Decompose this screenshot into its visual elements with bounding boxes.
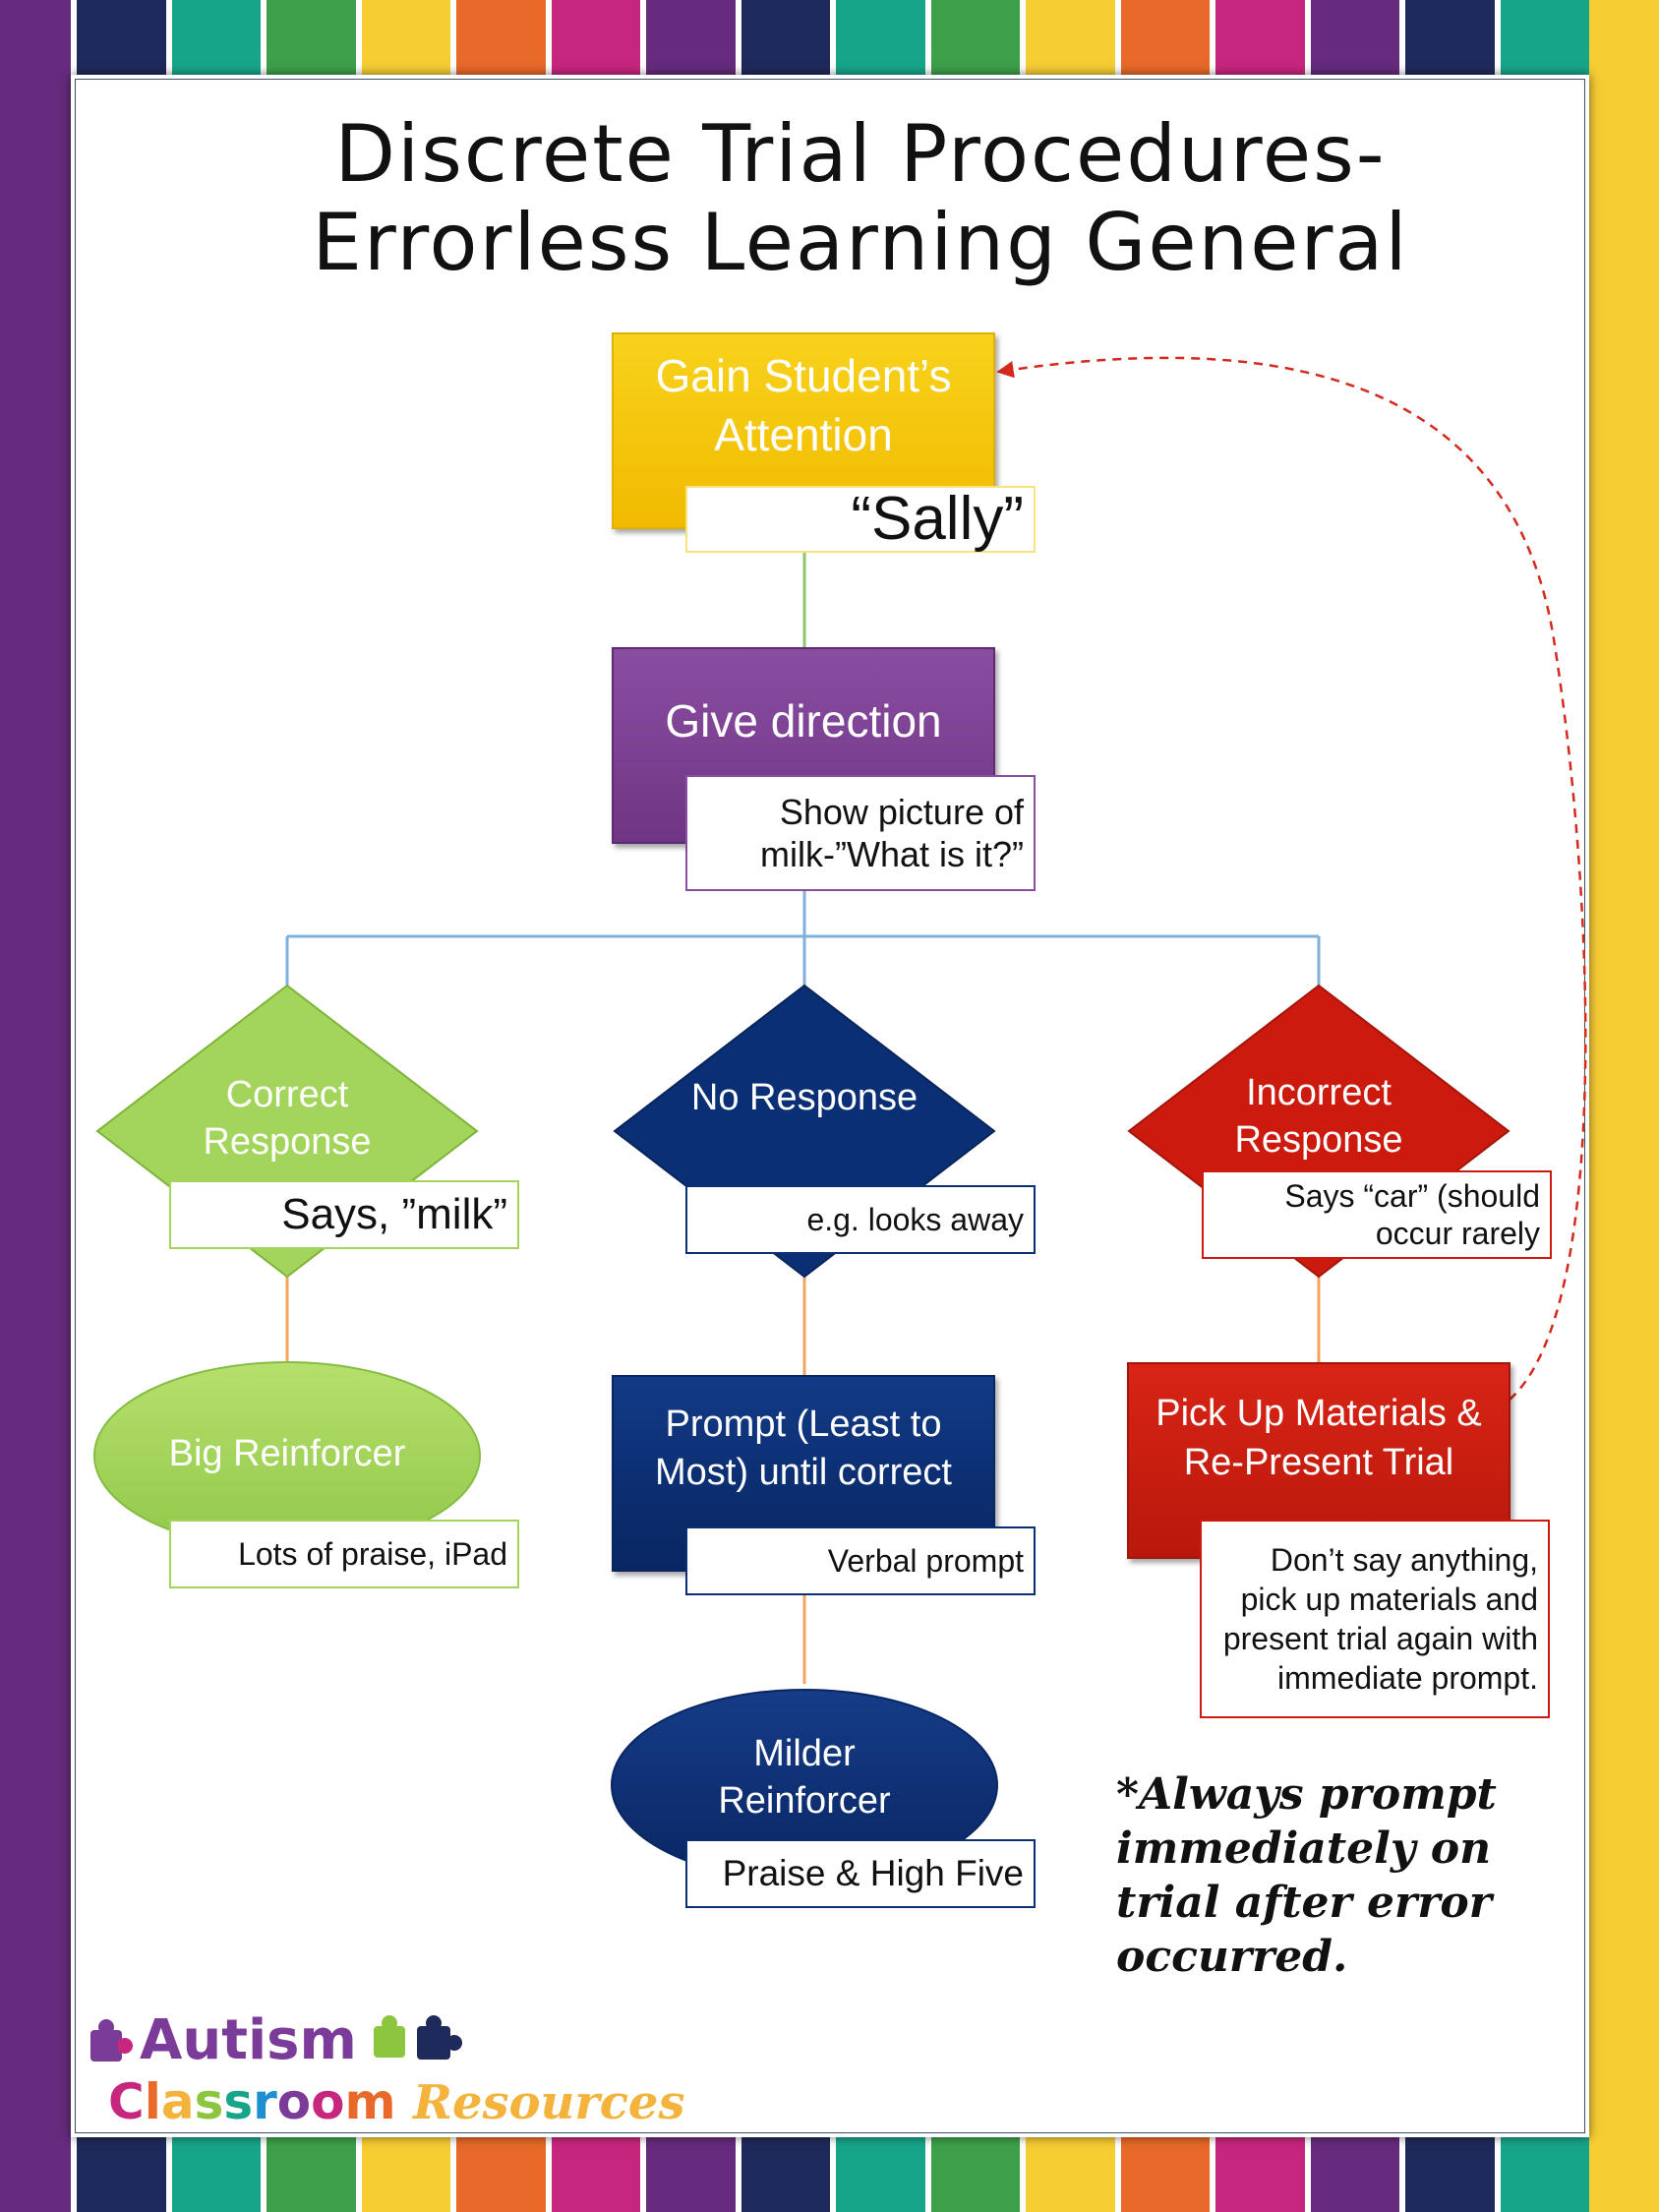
milder-reinforcer-label: Milder Reinforcer	[718, 1733, 891, 1822]
stripe	[1210, 2137, 1305, 2212]
note-text: *Always prompt immediately on trial afte…	[1116, 1769, 1497, 1982]
give-direction-sub: Show picture of milk-”What is it?”	[760, 791, 1024, 874]
left-border	[0, 0, 71, 2212]
gain-attention-label: Gain Student’s Attention	[655, 350, 952, 460]
correct-response-label: Correct Response	[203, 1074, 372, 1163]
prompt-sub: Verbal prompt	[827, 1542, 1024, 1579]
milder-reinforcer-sub-box: Praise & High Five	[685, 1839, 1036, 1908]
stripe	[924, 2137, 1020, 2212]
logo-letter: m	[344, 2073, 396, 2130]
stripe	[165, 2137, 261, 2212]
stripe	[355, 0, 450, 75]
pick-up-sub: Don’t say anything, pick up materials an…	[1222, 1542, 1538, 1696]
stripe	[1399, 2137, 1495, 2212]
big-reinforcer-sub-box: Lots of praise, iPad	[169, 1520, 519, 1588]
stripe	[1304, 0, 1399, 75]
logo-letter: C	[108, 2073, 145, 2130]
correct-response-sub: Says, ”milk”	[281, 1189, 507, 1238]
logo-letter: l	[144, 2073, 161, 2130]
stripe	[71, 0, 166, 75]
stripe	[355, 2137, 450, 2212]
logo-letter: s	[194, 2073, 224, 2130]
incorrect-response-sub: Says “car” (should occur rarely	[1284, 1177, 1540, 1251]
give-direction-sub-box: Show picture of milk-”What is it?”	[685, 775, 1036, 891]
big-reinforcer-label: Big Reinforcer	[168, 1433, 406, 1474]
stripe	[735, 2137, 830, 2212]
gain-attention-sub-box: “Sally”	[685, 484, 1036, 553]
stripe	[450, 2137, 546, 2212]
stripe	[830, 0, 925, 75]
stripe	[1304, 2137, 1399, 2212]
give-direction-label: Give direction	[665, 695, 942, 747]
return-to-start-arrow	[996, 356, 1587, 1401]
stripe	[1210, 0, 1305, 75]
top-stripe-border	[71, 0, 1589, 75]
stripe	[1494, 0, 1589, 75]
prompt-label: Prompt (Least to Most) until correct	[655, 1403, 952, 1493]
logo-autism: Autism	[140, 2008, 357, 2072]
logo-letter: o	[276, 2073, 312, 2130]
incorrect-response-label: Incorrect Response	[1234, 1072, 1403, 1161]
title-line-2: Errorless Learning General	[312, 197, 1409, 288]
incorrect-response-sub-box: Says “car” (should occur rarely	[1202, 1170, 1552, 1259]
logo-classroom: Classroom	[108, 2073, 396, 2130]
prompt-sub-box: Verbal prompt	[685, 1526, 1036, 1595]
stripe	[1114, 2137, 1210, 2212]
logo-letter: s	[223, 2073, 254, 2130]
title-line-1: Discrete Trial Procedures-	[334, 108, 1387, 200]
no-response-label: No Response	[690, 1077, 918, 1118]
gain-attention-sub: “Sally”	[851, 484, 1024, 553]
logo-letter: o	[311, 2073, 345, 2130]
big-reinforcer-sub: Lots of praise, iPad	[238, 1535, 507, 1572]
stripe	[830, 2137, 925, 2212]
stripe	[450, 0, 546, 75]
logo-letter: r	[253, 2073, 277, 2130]
stripe	[1494, 2137, 1589, 2212]
puzzle-piece-icon	[90, 2015, 462, 2062]
stripe	[71, 2137, 166, 2212]
no-response-sub-box: e.g. looks away	[685, 1185, 1036, 1254]
stripe	[1399, 0, 1495, 75]
bottom-stripe-border	[71, 2137, 1589, 2212]
stripe	[261, 2137, 356, 2212]
content-card-border	[75, 79, 1585, 2133]
correct-response-sub-box: Says, ”milk”	[169, 1180, 519, 1249]
pick-up-label: Pick Up Materials & Re-Present Trial	[1155, 1393, 1482, 1483]
stripe	[545, 0, 640, 75]
stripe	[1114, 0, 1210, 75]
logo-classroom-line: Classroom Resources	[108, 2073, 685, 2130]
stripe	[735, 0, 830, 75]
stripe	[640, 2137, 736, 2212]
milder-reinforcer-sub: Praise & High Five	[722, 1852, 1024, 1893]
stripe	[640, 0, 736, 75]
logo-letter: a	[160, 2073, 195, 2130]
stripe	[1020, 2137, 1115, 2212]
logo-resources: Resources	[413, 2075, 685, 2130]
stripe	[165, 0, 261, 75]
right-border	[1589, 0, 1659, 2212]
no-response-sub: e.g. looks away	[806, 1201, 1024, 1237]
stripe	[545, 2137, 640, 2212]
stripe	[924, 0, 1020, 75]
stripe	[261, 0, 356, 75]
pick-up-sub-box: Don’t say anything, pick up materials an…	[1200, 1520, 1550, 1718]
stripe	[1020, 0, 1115, 75]
